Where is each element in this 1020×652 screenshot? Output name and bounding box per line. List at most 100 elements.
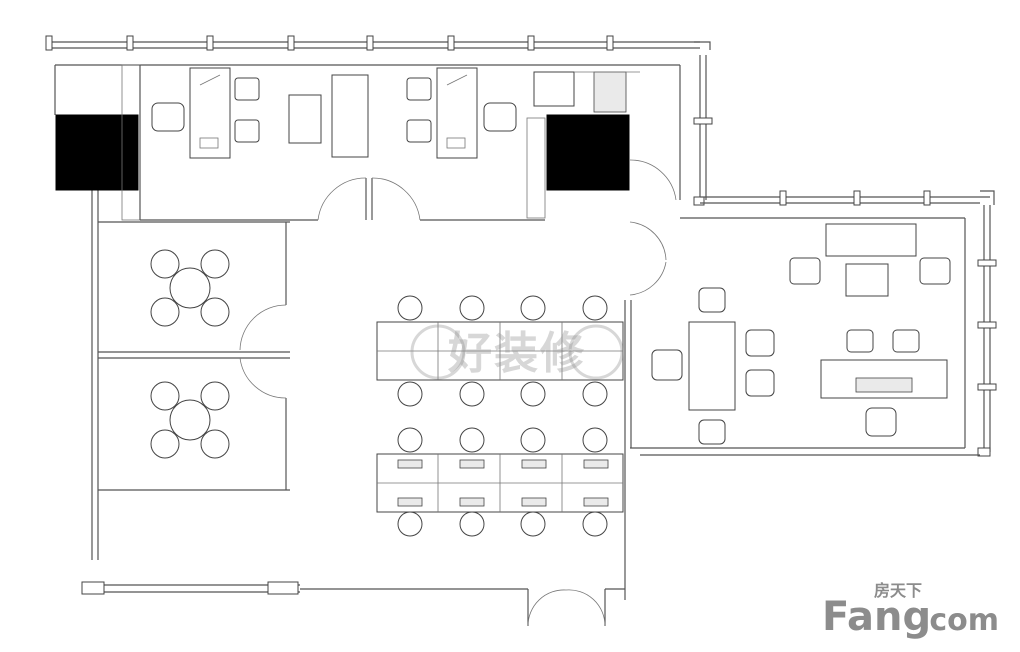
armchair [789, 257, 821, 285]
chair [698, 419, 726, 445]
door-swing [239, 304, 287, 351]
column-marker [977, 259, 997, 267]
door-swing [239, 357, 287, 399]
coffee-table [288, 94, 322, 144]
column-marker [45, 35, 53, 51]
stair-hatch [593, 71, 627, 113]
chair [397, 427, 423, 453]
column-marker [977, 447, 991, 457]
column-marker [126, 35, 134, 51]
meeting-room [651, 223, 951, 445]
desk [189, 67, 231, 159]
door-swing [527, 589, 567, 627]
cabinet [526, 117, 546, 219]
column-marker [779, 190, 787, 206]
column-marker [366, 35, 374, 51]
chair [234, 119, 260, 143]
exterior-walls [45, 35, 997, 626]
office-chair [483, 102, 517, 132]
chair [582, 427, 608, 453]
chair [397, 511, 423, 537]
chair [459, 295, 485, 321]
chair [234, 77, 260, 101]
private-offices [139, 65, 640, 221]
watermark-tagline: 房天下 [874, 581, 922, 600]
chair [698, 287, 726, 313]
sink [533, 71, 575, 107]
chair [200, 381, 230, 411]
watermark-text: 好装修 [447, 328, 586, 379]
watermark-suffix: .com [918, 603, 999, 638]
column-marker [81, 581, 105, 595]
office-chair [865, 407, 897, 437]
column-marker [693, 196, 705, 206]
column-marker [606, 35, 614, 51]
chair [200, 249, 230, 279]
chair [459, 381, 485, 407]
door-swing [629, 261, 667, 296]
column-marker [693, 117, 713, 125]
sofa [825, 223, 917, 257]
workstations-upper [376, 295, 624, 407]
chair [150, 249, 180, 279]
chair [582, 381, 608, 407]
armchair [919, 257, 951, 285]
chair [892, 329, 920, 353]
desk-lamp [446, 137, 466, 149]
chair [745, 329, 775, 357]
keyboard [521, 459, 547, 469]
column-marker [267, 581, 299, 595]
door-swing [317, 177, 367, 221]
desk-return [855, 377, 913, 393]
chair [459, 427, 485, 453]
center-watermark: 好装修 [410, 324, 624, 380]
structural-shaft [546, 114, 630, 191]
chair [846, 329, 874, 353]
chair [520, 427, 546, 453]
coffee-table [845, 263, 889, 297]
column-marker [447, 35, 455, 51]
keyboard [583, 497, 609, 507]
chair [150, 381, 180, 411]
chair [520, 381, 546, 407]
chair [745, 369, 775, 397]
door-swing [565, 589, 606, 627]
column-marker [287, 35, 295, 51]
sofa [331, 74, 369, 158]
keyboard [459, 497, 485, 507]
workstations-lower [376, 427, 624, 537]
discussion-rooms [98, 221, 290, 490]
chair [406, 119, 432, 143]
chair [582, 511, 608, 537]
door-swing [629, 221, 667, 261]
chair [397, 295, 423, 321]
column-marker [206, 35, 214, 51]
keyboard [583, 459, 609, 469]
column-marker [527, 35, 535, 51]
chair [651, 349, 683, 381]
chair [582, 295, 608, 321]
chair [459, 511, 485, 537]
door-swing [629, 159, 677, 201]
column-marker [977, 383, 997, 391]
column-marker [977, 321, 997, 329]
desk [436, 67, 478, 159]
corner-watermark: 房天下 Fang .com [822, 581, 999, 640]
keyboard [397, 497, 423, 507]
round-table [169, 267, 211, 309]
keyboard [459, 459, 485, 469]
chair [150, 429, 180, 459]
column-marker [853, 190, 861, 206]
office-chair [151, 102, 185, 132]
keyboard [521, 497, 547, 507]
door-swing [371, 177, 421, 221]
chair [150, 297, 180, 327]
chair [200, 297, 230, 327]
desk-lamp [199, 137, 219, 149]
chair [520, 511, 546, 537]
structural-shaft [55, 114, 139, 191]
round-table [169, 399, 211, 441]
chair [200, 429, 230, 459]
keyboard [397, 459, 423, 469]
